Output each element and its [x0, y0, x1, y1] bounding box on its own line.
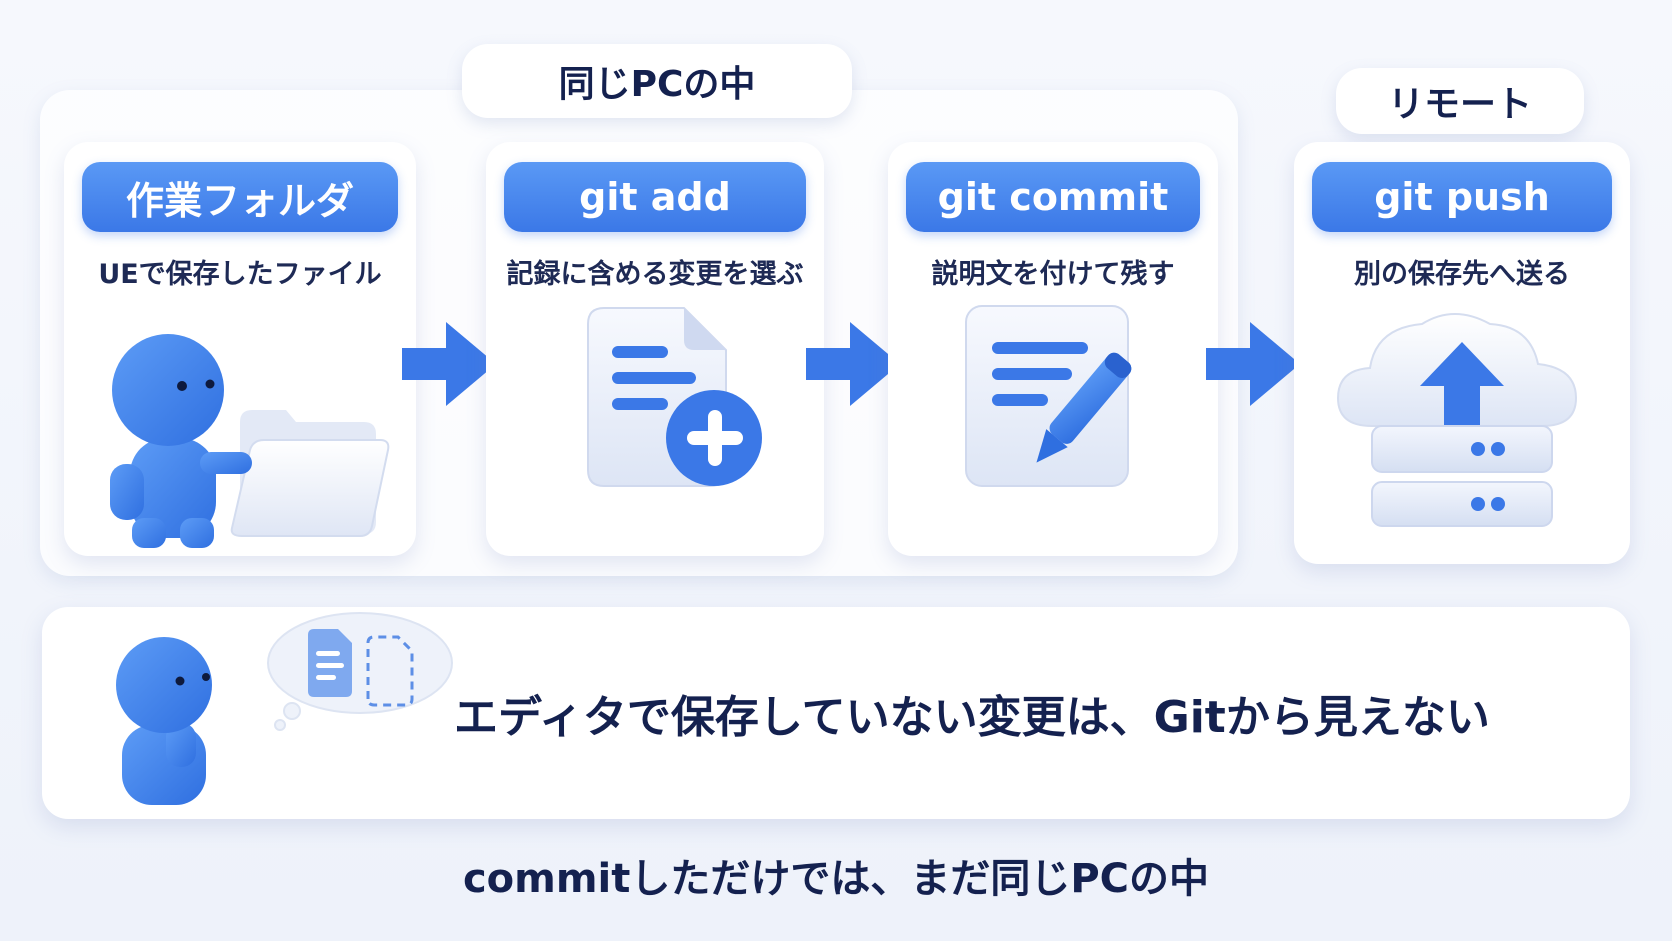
arrow-right-icon: [806, 322, 900, 406]
step-title: git add: [504, 162, 806, 232]
document-add-icon: [587, 307, 762, 487]
arrow-right-icon: [1206, 322, 1300, 406]
step-title: git commit: [906, 162, 1200, 232]
cloud-upload-server-icon: [1336, 313, 1578, 527]
step-card-git-add: git add 記録に含める変更を選ぶ: [486, 142, 824, 556]
document-pencil-icon: [965, 305, 1132, 487]
step-title: git push: [1312, 162, 1612, 232]
arrow-right-icon: [402, 322, 496, 406]
note-text: エディタで保存していない変更は、Gitから見えない: [454, 692, 1490, 743]
step-card-git-push: git push 別の保存先へ送る: [1294, 142, 1630, 564]
thinking-character-icon: [116, 612, 453, 805]
step-card-working-folder: 作業フォルダ UEで保存したファイル: [64, 142, 416, 556]
step-description: 記録に含める変更を選ぶ: [506, 259, 804, 290]
step-description: 別の保存先へ送る: [1354, 259, 1570, 290]
step-description: 説明文を付けて残す: [931, 259, 1175, 290]
footer-caption: commitしただけでは、まだ同じPCの中: [462, 856, 1210, 902]
step-card-git-commit: git commit 説明文を付けて残す: [888, 142, 1218, 556]
step-description: UEで保存したファイル: [98, 259, 382, 290]
warning-note: エディタで保存していない変更は、Gitから見えない: [42, 607, 1630, 819]
step-title: 作業フォルダ: [82, 162, 398, 232]
remote-label: リモート: [1336, 68, 1584, 134]
local-pc-label: 同じPCの中: [462, 44, 852, 118]
character-folder-icon: [110, 334, 390, 548]
